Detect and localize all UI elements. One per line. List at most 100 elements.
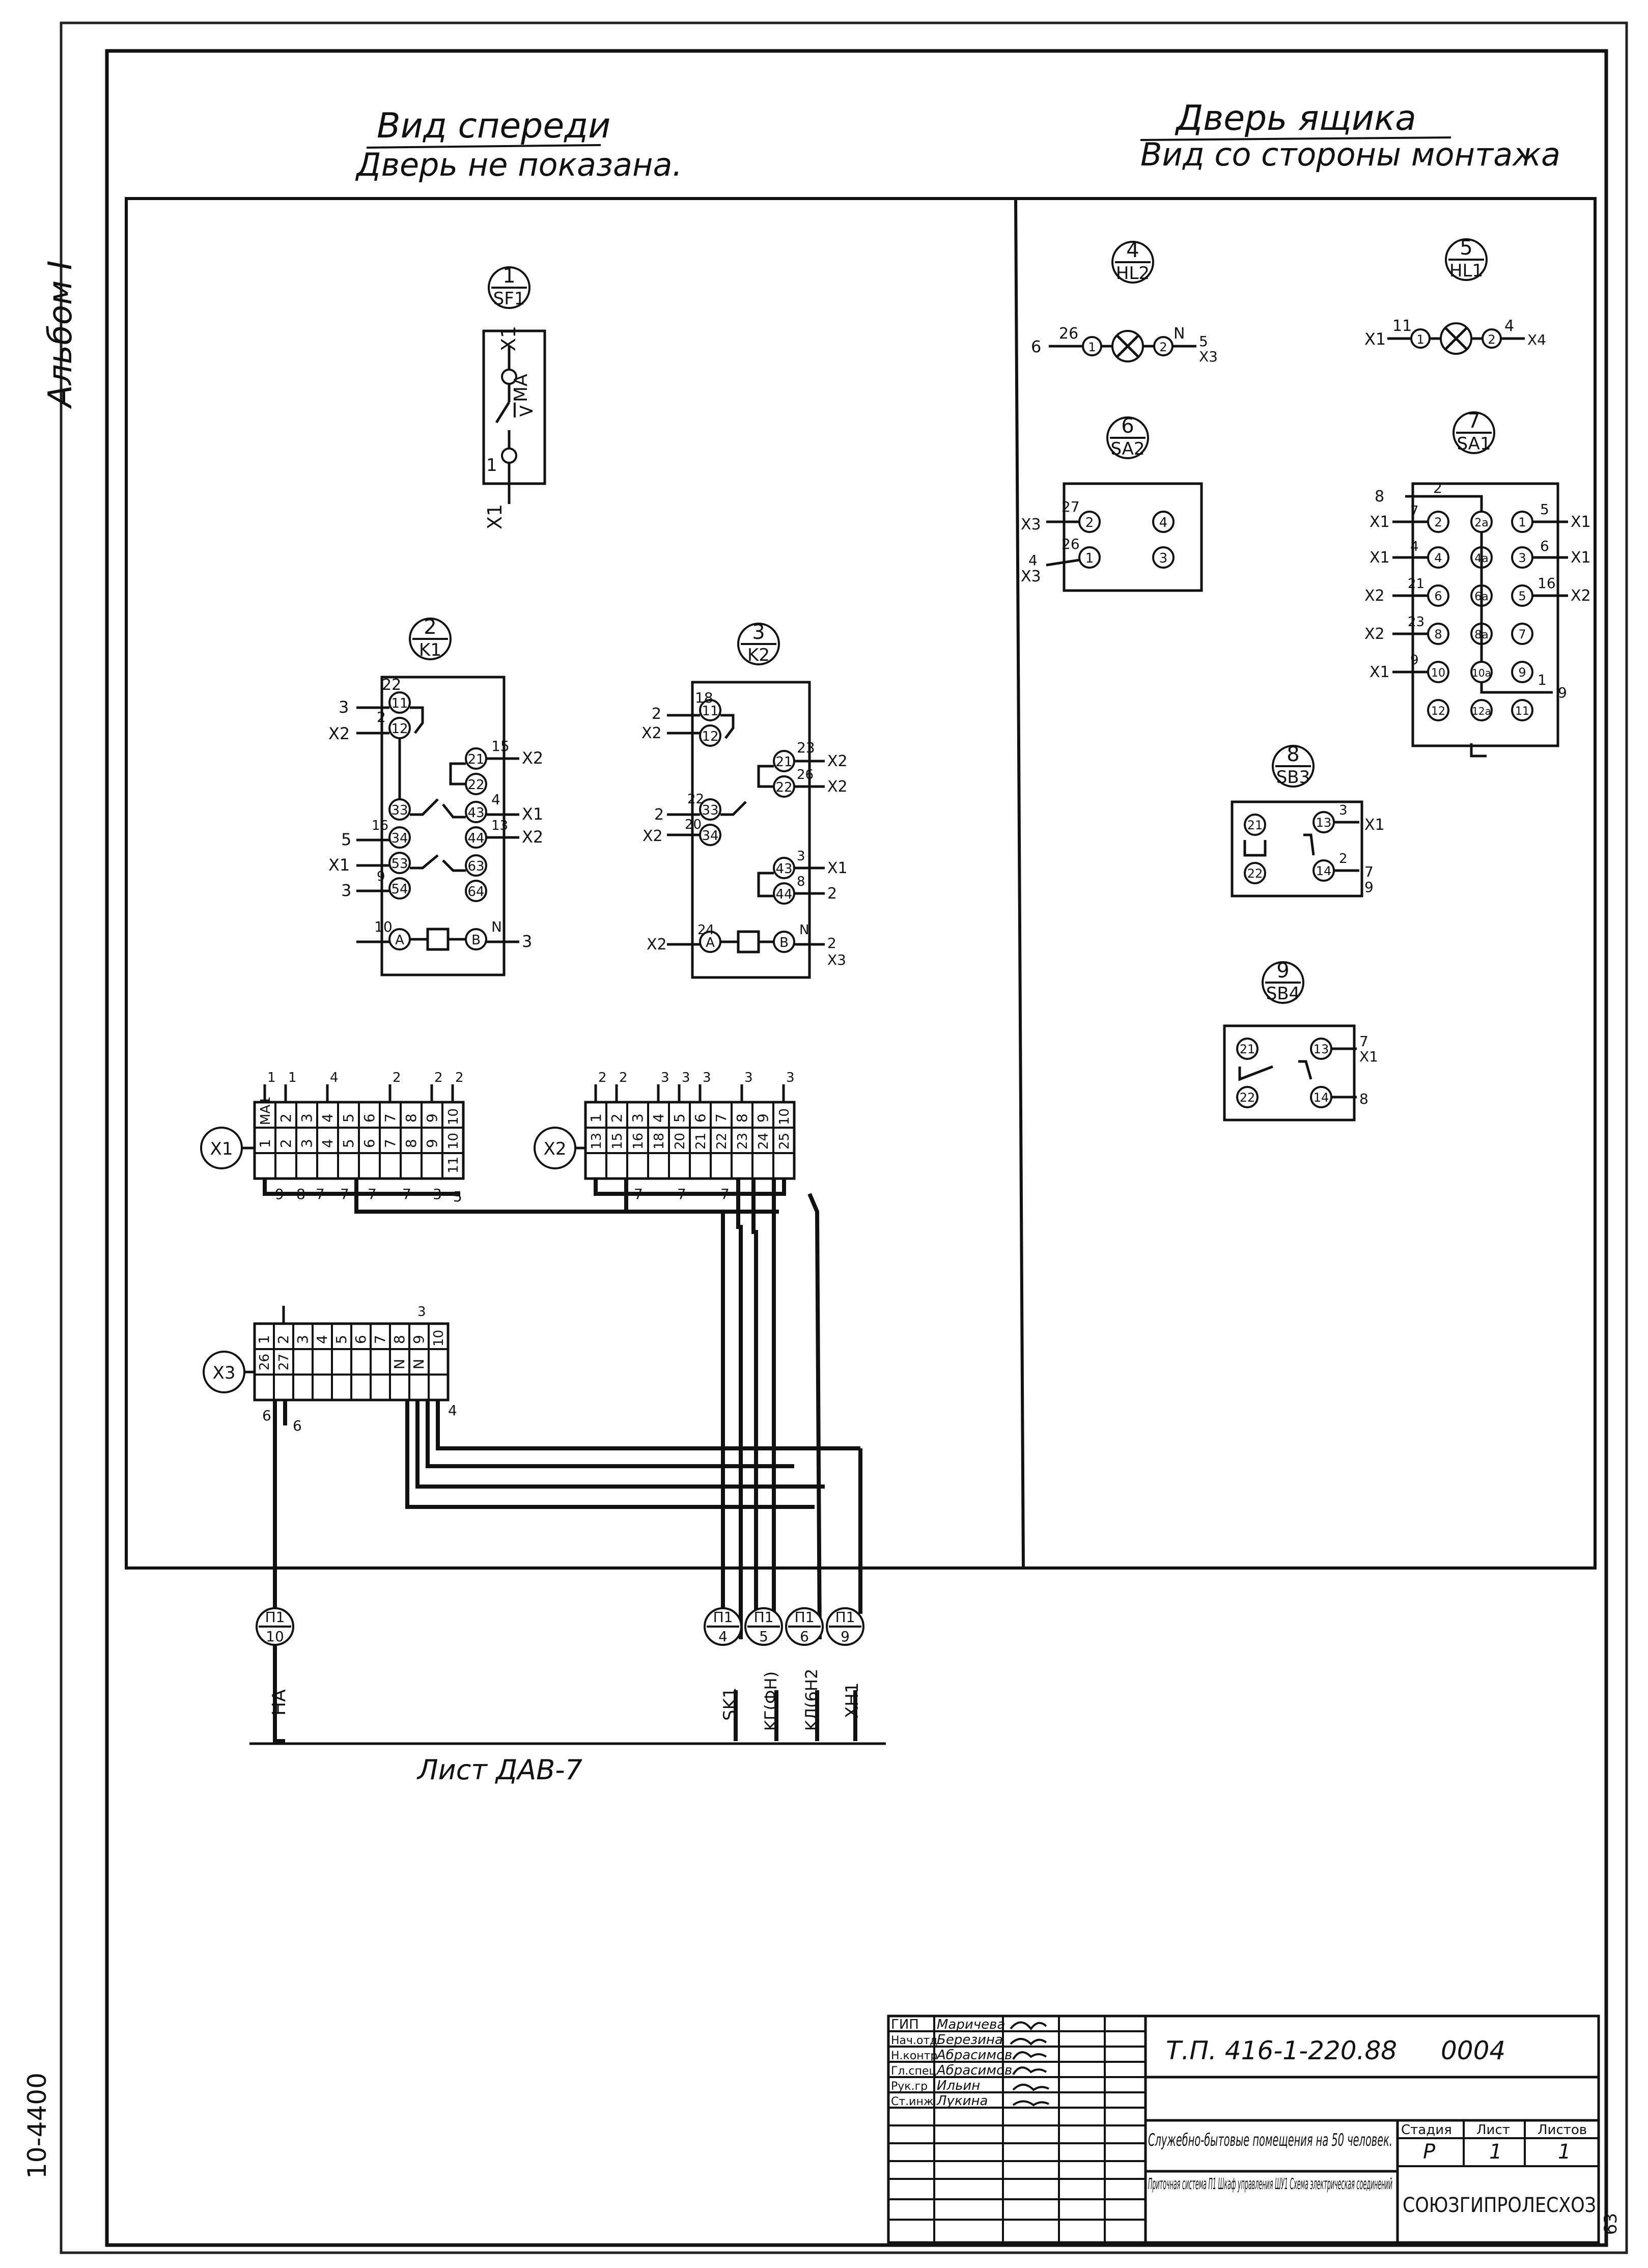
- k1-wire-n: N: [491, 918, 502, 935]
- k2-wire-26: 26: [797, 767, 814, 782]
- cable-kl-num: П1: [795, 1609, 815, 1626]
- hl1-wire-x1: X1: [1364, 329, 1386, 349]
- k2-wire-x2e: X2: [647, 936, 667, 954]
- signature-3: [1012, 2051, 1047, 2060]
- k2-t33: 33: [702, 803, 718, 818]
- corner-number: 63: [1601, 2213, 1621, 2235]
- hl2-wire-n: N: [1174, 325, 1185, 343]
- k2-wire-2d: 2: [827, 935, 836, 951]
- sa2-wire-x3b: X3: [1021, 568, 1041, 585]
- k1-t34: 34: [391, 831, 408, 846]
- device-hl1: 5 HL1 1 2 X1 11 4 X4: [1364, 236, 1546, 355]
- tb-sheet-no: 0004: [1441, 2036, 1505, 2065]
- k2-wire-24: 24: [697, 922, 714, 938]
- cable-kg-sub: 5: [759, 1628, 768, 1645]
- k2-t21: 21: [775, 754, 792, 770]
- right-panel-subheading: Вид со стороны монтажа: [1140, 136, 1560, 173]
- sb3-wire-3: 3: [1339, 803, 1348, 818]
- sa2-code: SA2: [1110, 439, 1144, 459]
- sa2-t4: 4: [1159, 515, 1168, 530]
- x2-code: X2: [544, 1139, 567, 1159]
- x2-cell-5: 5: [671, 1113, 688, 1123]
- sa1-t11: 11: [1515, 705, 1529, 718]
- sb4-wire-x1: X1: [1359, 1048, 1378, 1065]
- wire-harness: [263, 1179, 862, 1743]
- x3-cell-4: 4: [314, 1335, 330, 1344]
- k1-wire-x2c: X2: [522, 827, 543, 847]
- tb-role-glspec: Гл.спец: [891, 2065, 936, 2078]
- sa1-wire-x2b: X2: [1571, 587, 1591, 605]
- sa1-t12a: 12а: [1472, 705, 1491, 717]
- tb-sheet-label: Лист: [1476, 2122, 1510, 2138]
- x1-bot-8: 5: [453, 1188, 462, 1205]
- tb-name-3: Абрасимов: [936, 2048, 1012, 2063]
- sa1-t10: 10: [1431, 667, 1445, 680]
- sa1-t7: 7: [1518, 627, 1526, 641]
- x3-num-26: 26: [257, 1354, 272, 1370]
- sb4-wire-8: 8: [1359, 1090, 1368, 1107]
- k1-wire-2: 2: [377, 709, 386, 725]
- x1-num-6: 6: [361, 1139, 378, 1148]
- tb-organization: СОЮЗГИПРОЛЕСХОЗ: [1403, 2194, 1596, 2217]
- sb4-t14: 14: [1314, 1090, 1329, 1105]
- x2-num-7: 22: [714, 1133, 730, 1150]
- sa1-wire-16: 16: [1538, 575, 1556, 592]
- device-sb3: 8 SB3 21 22 13 14 3 X1 2 7 9: [1231, 743, 1385, 898]
- x2-cell-2: 2: [608, 1113, 625, 1123]
- x1-num-11: 11: [446, 1157, 461, 1173]
- x2-cell-8: 8: [734, 1113, 750, 1123]
- k1-t44: 44: [467, 831, 484, 846]
- k1-code: K1: [419, 640, 441, 660]
- sf1-label-overcurrent: I>: [512, 399, 535, 423]
- sa2-wire-x3a: X3: [1021, 516, 1041, 534]
- x1-top-6: 2: [455, 1070, 464, 1085]
- k1-wire-3: 3: [339, 697, 349, 717]
- sa1-wire-x2a: X2: [1364, 587, 1385, 605]
- tb-role-rukgr: Рук.гр: [891, 2080, 928, 2093]
- k1-t22: 22: [467, 777, 484, 793]
- k2-wire-20: 20: [685, 817, 702, 832]
- x1-top-1: 1: [267, 1070, 276, 1085]
- sa1-wire-9: 9: [1410, 653, 1419, 668]
- k2-wire-x1: X1: [827, 859, 848, 877]
- x1-num-10: 10: [446, 1133, 461, 1150]
- x2-num-6: 21: [693, 1133, 709, 1150]
- sa2-t2: 2: [1085, 515, 1094, 530]
- hl2-term-2: 2: [1159, 340, 1167, 354]
- x2-cell-6: 6: [692, 1113, 709, 1123]
- cable-kg-num: П1: [754, 1609, 774, 1626]
- x1-num-3: 3: [298, 1139, 315, 1148]
- sa1-wire-x1d: X1: [1571, 549, 1591, 567]
- cable-kg: П1 5 KГ(ФН): [744, 1607, 783, 1731]
- x2-num-3: 16: [631, 1133, 646, 1150]
- tb-stage-label: Стадия: [1401, 2122, 1452, 2138]
- k1-wire-5: 5: [341, 830, 351, 849]
- x1-top-3: 4: [330, 1070, 339, 1085]
- cable-kg-label: KГ(ФН): [761, 1671, 780, 1731]
- tb-sheets-label: Листов: [1538, 2122, 1587, 2138]
- sa1-wire-1: 1: [1538, 671, 1547, 688]
- cable-ha: П1 10 HA: [256, 1607, 294, 1716]
- x1-top-2: 1: [288, 1070, 297, 1085]
- x1-top-5: 2: [434, 1070, 443, 1085]
- x1-cell-3: 3: [298, 1113, 315, 1123]
- signature-5: [1012, 2084, 1049, 2091]
- sf1-label-x1-bottom: X1: [484, 504, 506, 529]
- sheet-reference: Лист ДАВ-7: [416, 1754, 582, 1786]
- sb3-t22: 22: [1247, 866, 1263, 881]
- hl1-number: 5: [1460, 236, 1472, 260]
- title-block: ГИП Нач.отд Н.контр Гл.спец Рук.гр Ст.ин…: [887, 2014, 1621, 2244]
- album-label: Альбом I: [42, 260, 79, 409]
- cable-sk1-label: SK1: [720, 1687, 740, 1721]
- hl1-term-2: 2: [1488, 332, 1495, 347]
- left-panel-heading: Вид спереди: [377, 106, 610, 146]
- k2-wire-x3: X3: [827, 951, 846, 968]
- k1-wire-13: 13: [491, 818, 508, 833]
- x1-num-2: 2: [277, 1139, 294, 1148]
- hl2-term-1: 1: [1088, 340, 1096, 354]
- x2-top-2: 2: [619, 1070, 628, 1085]
- x2-num-4: 18: [652, 1133, 667, 1150]
- x1-code: X1: [210, 1139, 233, 1159]
- x2-top-7: 3: [786, 1070, 795, 1085]
- k2-wire-2c: 2: [827, 885, 837, 903]
